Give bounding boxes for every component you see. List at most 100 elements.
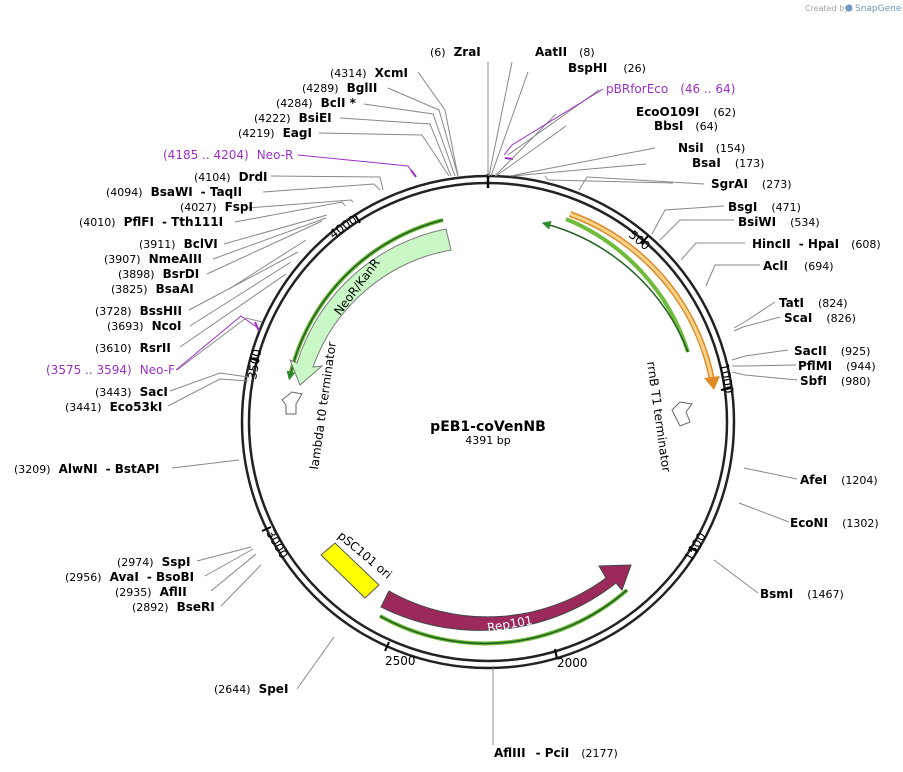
site-label: (2935)AflII	[115, 585, 187, 599]
tick-1500: 1500	[681, 530, 708, 563]
site-position: (471)	[771, 201, 801, 214]
site-position: (980)	[841, 375, 871, 388]
site-name: DrdI	[239, 170, 268, 184]
site-name: Neo-F	[140, 363, 175, 377]
site-label: (6)ZraI	[430, 45, 481, 59]
rrnb-terminator-icon	[671, 401, 693, 427]
site-name: Neo-R	[257, 148, 294, 162]
site-name: EagI	[283, 126, 312, 140]
site-name: EcoNI	[790, 516, 828, 530]
site-label: (4222)BsiEI	[254, 111, 332, 125]
site-label: (3209)AlwNI- BstAPI	[14, 462, 159, 476]
site-label: BsiWI(534)	[738, 215, 820, 229]
site-label: (3610)RsrII	[95, 341, 171, 355]
site-position: (3728)	[95, 305, 132, 318]
site-name: TaqII	[210, 185, 242, 199]
site-position: (3825)	[111, 283, 148, 296]
tick-1000: 1000	[717, 362, 736, 395]
site-name: XcmI	[375, 66, 408, 80]
site-position: (64)	[695, 120, 718, 133]
site-name: Tth111I	[171, 215, 223, 229]
site-label: (3911)BclVI	[139, 237, 218, 251]
site-label: SgrAI(273)	[711, 177, 792, 191]
tick-3000: 3000	[263, 528, 290, 561]
site-position: (154)	[716, 142, 746, 155]
site-label: AclI(694)	[763, 259, 834, 273]
rrnb-feature-highlight	[565, 217, 690, 353]
site-name: SgrAI	[711, 177, 748, 191]
site-label: AflIII- PciI(2177)	[494, 746, 618, 760]
site-label: NsiI(154)	[678, 141, 745, 155]
site-position: (46 .. 64)	[680, 82, 735, 96]
site-label: (3443)SacI	[95, 385, 168, 399]
site-name: AvaI	[110, 570, 139, 584]
site-name: PflMI	[798, 359, 832, 373]
left-site-labels: (4314) XcmI (4289)BglII (4284)BclI * (422…	[14, 66, 408, 696]
site-name: BsmI	[760, 587, 793, 601]
site-label: BspHI(26)	[568, 61, 646, 75]
site-label: PflMI(944)	[798, 359, 876, 373]
site-position: (3610)	[95, 342, 132, 355]
site-position: (4219)	[238, 127, 275, 140]
site-name: BsaI	[692, 156, 721, 170]
tick-4000: 4000	[327, 212, 360, 241]
site-name: BstAPI	[115, 462, 160, 476]
site-name: SspI	[162, 555, 191, 569]
site-label: AatII(8)	[535, 45, 595, 59]
site-label: (3441)Eco53kI	[65, 400, 162, 414]
site-name: BseRI	[177, 600, 215, 614]
site-name: BspHI	[568, 61, 607, 75]
site-position: (2956)	[65, 571, 102, 584]
site-position: (3443)	[95, 386, 132, 399]
neo-r-primer-leader	[297, 154, 414, 174]
site-position: (4027)	[180, 201, 217, 214]
psc101-ori-block	[320, 542, 380, 599]
site-label: (4284)BclI *	[276, 96, 357, 110]
site-position: (3693)	[107, 320, 144, 333]
site-name: BsrDI	[163, 267, 200, 281]
right-site-labels: (6)ZraI AatII(8) BspHI(26) pBRforEco(46 …	[430, 45, 881, 760]
orange-feature-arc-inner	[569, 212, 714, 381]
site-name: ScaI	[784, 311, 812, 325]
site-label: EcoNI(1302)	[790, 516, 879, 530]
site-position: (4314)	[330, 67, 367, 80]
site-label: (4104) DrdI	[194, 170, 268, 184]
site-name: BsiWI	[738, 215, 776, 229]
site-label: (2644)SpeI	[214, 682, 288, 696]
site-label: (3898)BsrDI	[118, 267, 199, 281]
rrnb-feature-arrow	[541, 220, 689, 353]
rep101-block	[380, 564, 632, 631]
site-position: (1204)	[841, 474, 878, 487]
site-label: BsaI(173)	[692, 156, 764, 170]
site-position: (4222)	[254, 112, 291, 125]
site-position: (3575 .. 3594)	[46, 363, 132, 377]
site-label: (4314) XcmI	[330, 66, 408, 80]
snapgene-logo-icon	[845, 4, 853, 12]
site-name: TatI	[779, 296, 804, 310]
site-name: PciI	[545, 746, 570, 760]
site-label: (4289)BglII	[302, 81, 377, 95]
site-label: ScaI(826)	[784, 311, 856, 325]
site-label: HincII- HpaI(608)	[752, 237, 881, 251]
site-name: NcoI	[152, 319, 182, 333]
site-label: BsmI(1467)	[760, 587, 844, 601]
tick-3500: 3500	[245, 348, 264, 381]
site-name: BclVI	[184, 237, 218, 251]
pbr-primer-leader	[503, 88, 604, 156]
site-position: (694)	[804, 260, 834, 273]
site-position: (4094)	[106, 186, 143, 199]
site-name: Eco53kI	[110, 400, 163, 414]
site-name: EcoO109I	[636, 105, 699, 119]
site-label: (3575 .. 3594) Neo-F	[46, 363, 175, 377]
site-name: BbsI	[654, 119, 683, 133]
site-position: (2935)	[115, 586, 152, 599]
site-name: BsgI	[728, 200, 757, 214]
site-name: SacII	[794, 344, 827, 358]
neo-f-primer-mark	[254, 321, 260, 332]
lambda-terminator-icon	[281, 391, 303, 415]
credit-brand: SnapGene	[855, 4, 902, 14]
site-position: (4104)	[194, 171, 231, 184]
site-position: (2177)	[581, 747, 618, 760]
site-label: (4185 .. 4204)Neo-R	[163, 148, 293, 162]
